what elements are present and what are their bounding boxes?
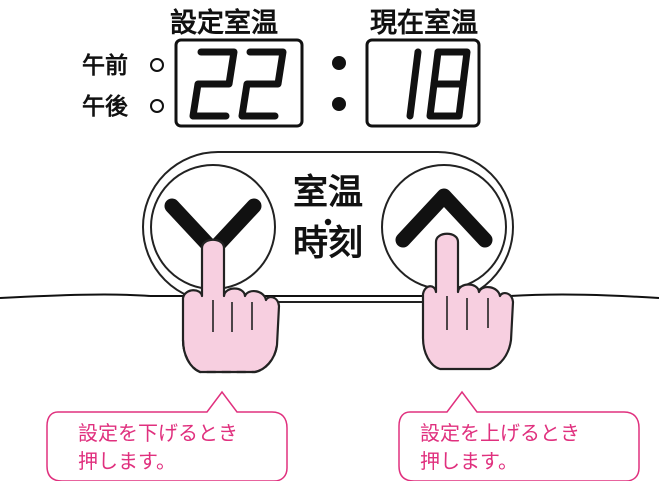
- current-temp-display-frame: [365, 38, 481, 128]
- callout-decrease-line2: 押します。: [78, 449, 176, 473]
- callout-decrease-line1: 設定を下げるとき: [78, 421, 238, 445]
- set-temp-digit-2a: [189, 48, 238, 120]
- set-temp-label: 設定室温: [170, 7, 278, 39]
- set-temp-display-frame: [174, 38, 304, 128]
- colon-separator: [332, 56, 346, 111]
- am-label: 午前: [82, 52, 128, 79]
- temp-up-button[interactable]: [381, 164, 507, 290]
- am-indicator: 午前: [82, 52, 164, 79]
- label-separator-dot: [324, 218, 332, 226]
- callout-increase-line1: 設定を上げるとき: [420, 421, 580, 445]
- pm-lamp-icon: [150, 99, 164, 113]
- surface-line: [0, 293, 659, 299]
- current-temp-digit-1: [406, 48, 422, 120]
- clock-button-label: 時刻: [293, 224, 363, 264]
- chevron-up-icon: [395, 188, 493, 248]
- pm-label: 午後: [82, 93, 129, 120]
- callout-increase-line2: 押します。: [420, 449, 518, 473]
- pm-indicator: 午後: [82, 93, 164, 120]
- callout-decrease: 設定を下げるとき 押します。: [46, 390, 288, 482]
- current-temp-display: [365, 38, 481, 128]
- callout-increase: 設定を上げるとき 押します。: [398, 390, 640, 482]
- right-hand-pointer: [421, 232, 515, 371]
- am-lamp-icon: [150, 58, 164, 72]
- left-hand-pointer: [181, 238, 281, 374]
- set-temp-digit-2b: [238, 48, 287, 120]
- room-temp-button-label: 室温: [293, 172, 363, 213]
- set-temp-display: [174, 38, 304, 128]
- current-temp-label: 現在室温: [370, 7, 478, 39]
- current-temp-digit-8: [426, 48, 471, 120]
